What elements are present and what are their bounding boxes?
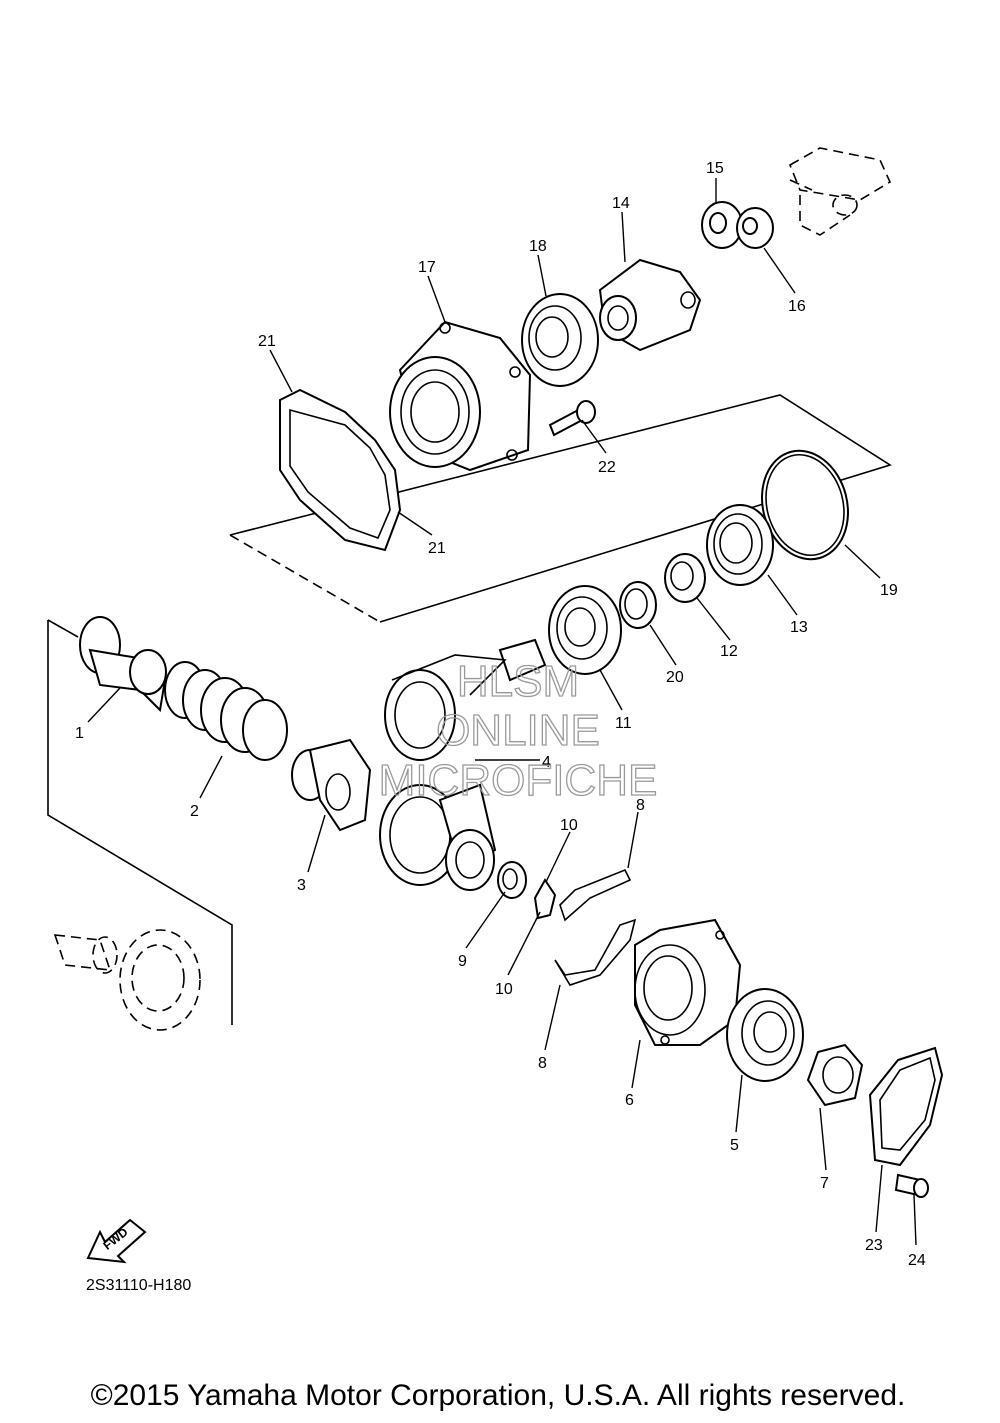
part-6-cover: [634, 918, 742, 1046]
callout-1: 1: [75, 725, 84, 742]
part-11-bearing: [548, 585, 622, 675]
callout-22: 22: [598, 459, 616, 476]
callout-10-bottom: 10: [495, 981, 513, 998]
watermark: HLSM ONLINE MICROFICHE: [378, 656, 658, 805]
callout-12: 12: [720, 643, 738, 660]
callout-15: 15: [706, 160, 724, 177]
part-8-retainer: [554, 868, 637, 986]
callout-8-top: 8: [636, 797, 645, 814]
shaft-bearing-outline: [53, 929, 201, 1031]
callout-14: 14: [612, 195, 630, 212]
part-22-bolt: [548, 400, 596, 437]
callout-24: 24: [908, 1252, 926, 1269]
callout-16: 16: [788, 298, 806, 315]
watermark-line-1: HLSM: [457, 657, 579, 706]
callout-6: 6: [625, 1092, 634, 1109]
callout-11: 11: [615, 715, 632, 732]
part-23-gasket: [868, 1046, 944, 1167]
callout-5: 5: [730, 1137, 739, 1154]
callout-3: 3: [297, 877, 306, 894]
callout-21-top: 21: [258, 333, 276, 350]
callout-13: 13: [790, 619, 808, 636]
part-18-oil-seal: [521, 293, 599, 387]
part-12-collar: [664, 553, 706, 603]
part-21-gasket: [279, 388, 402, 552]
callout-8-bottom: 8: [538, 1055, 547, 1072]
callout-7: 7: [820, 1175, 829, 1192]
watermark-line-3: MICROFICHE: [379, 756, 658, 805]
diagram-code: 2S31110-H180: [86, 1277, 191, 1294]
callout-10-top: 10: [560, 817, 578, 834]
watermark-line-2: ONLINE: [436, 706, 600, 755]
callout-2: 2: [190, 803, 199, 820]
part-10-clip: [533, 878, 557, 920]
callout-23: 23: [865, 1237, 883, 1254]
part-2-spring: [164, 661, 288, 761]
copyright-notice: ©2015 Yamaha Motor Corporation, U.S.A. A…: [91, 1379, 906, 1412]
part-4-gear-set: [379, 638, 547, 891]
part-3-joint: [291, 738, 372, 832]
callout-18: 18: [529, 238, 547, 255]
callout-20: 20: [666, 669, 684, 686]
callout-9: 9: [458, 953, 467, 970]
part-16-nut: [736, 207, 774, 249]
part-24-bolt: [894, 1173, 929, 1198]
part-7-nut: [806, 1043, 864, 1107]
part-15-washer: [701, 201, 743, 249]
part-13-bearing: [706, 504, 774, 586]
callout-labels: 1 2 3 4 5 6 7 8 8 9 10 10 11 12 13 14 15…: [75, 160, 926, 1269]
callout-17: 17: [418, 259, 436, 276]
callout-21-bottom: 21: [428, 540, 446, 557]
part-5-bearing: [726, 988, 804, 1082]
part-20-shim: [619, 581, 657, 629]
part-19-o-ring: [761, 449, 849, 561]
fwd-arrow-icon: FWD: [86, 1218, 147, 1264]
universal-joint-outline: [788, 147, 892, 236]
part-17-housing: [389, 320, 532, 472]
callout-19: 19: [880, 582, 898, 599]
part-9-washer: [497, 861, 527, 899]
leader-lines: [87, 178, 917, 1246]
part-14-yoke: [598, 258, 702, 352]
callout-4: 4: [542, 754, 551, 771]
part-1-sleeve: [79, 616, 167, 713]
assembly-frames: [47, 394, 892, 1025]
